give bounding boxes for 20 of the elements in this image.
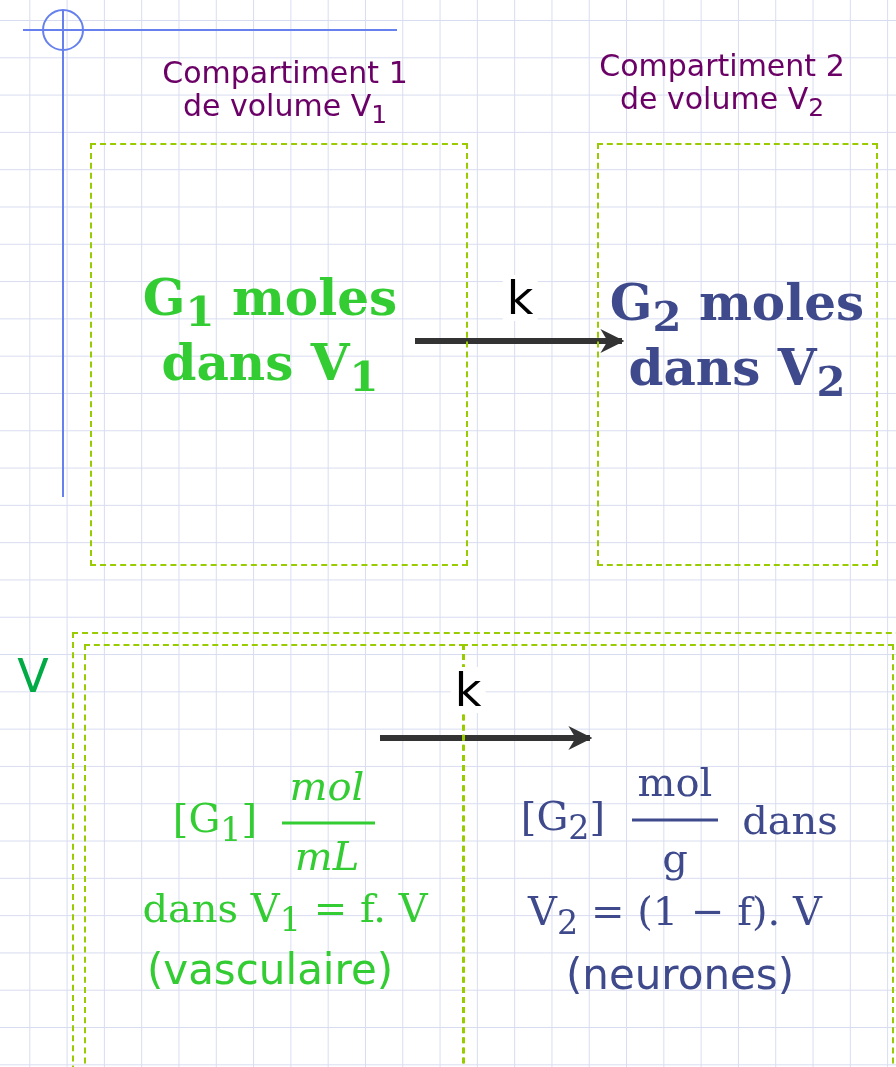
volume-equation: V$_{2}$ = (1 − f). V bbox=[528, 888, 822, 942]
edge-label: k bbox=[502, 275, 538, 321]
volume-equation: dans V$_{1}$ = f. V bbox=[142, 885, 428, 939]
concentration-symbol: [G$_{1}$] bbox=[172, 795, 258, 849]
fraction-denominator: mL bbox=[294, 834, 360, 878]
fraction-denominator: g bbox=[662, 836, 688, 880]
concentration-symbol: [G$_{2}$] bbox=[520, 793, 606, 847]
arrow bbox=[415, 329, 625, 353]
arrow bbox=[380, 726, 593, 750]
fraction-numerator: mol bbox=[289, 764, 365, 808]
compartment-content: G$_{1}$ moles dans V$_{1}$ bbox=[141, 270, 399, 400]
compartment-type: (vasculaire) bbox=[146, 946, 394, 994]
compartment-heading: Compartiment 2 de volume V$_{2}$ bbox=[598, 48, 846, 122]
volume-label: V bbox=[17, 650, 49, 702]
compartment-heading: Compartiment 1 de volume V$_{1}$ bbox=[161, 55, 409, 129]
compartment-content: G$_{2}$ moles dans V$_{2}$ bbox=[608, 275, 866, 405]
formula-text: dans bbox=[742, 798, 838, 842]
compartment-type: (neurones) bbox=[565, 951, 795, 999]
edge-label: k bbox=[450, 667, 486, 713]
fraction-numerator: mol bbox=[637, 760, 713, 804]
